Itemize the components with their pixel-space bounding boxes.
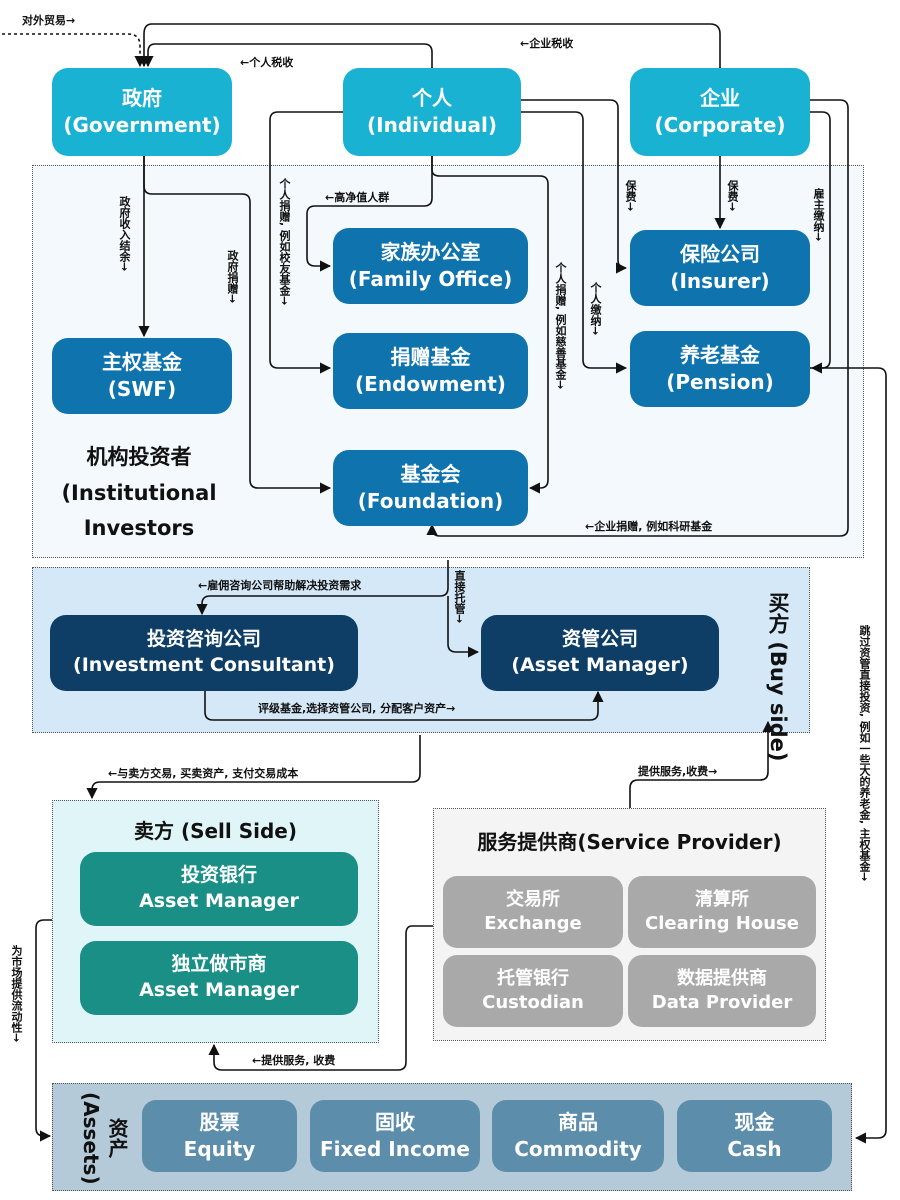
assets-title-line1: 资产 — [105, 1118, 129, 1158]
exchange-label: 交易所 — [506, 888, 560, 910]
cash-node: 现金 Cash — [677, 1100, 832, 1172]
asset-manager-node: 资管公司 (Asset Manager) — [481, 615, 719, 691]
consultant-hire-label: ←雇佣咨询公司帮助解决投资需求 — [198, 579, 362, 592]
service-fee-buy-label: 提供服务,收费→ — [638, 765, 718, 778]
individual-sublabel: (Individual) — [367, 113, 497, 137]
clearing-house-node: 清算所 Clearing House — [628, 876, 816, 948]
corporate-label: 企业 — [700, 86, 740, 110]
pension-node: 养老基金 (Pension) — [630, 331, 810, 407]
pension-sublabel: (Pension) — [666, 370, 774, 394]
employer-contrib-label: 雇主缴纳→ — [812, 188, 825, 242]
personal-tax-label: ←个人税收 — [240, 56, 294, 69]
assets-title: 资产 (Assets) — [58, 1090, 130, 1186]
premium-individual-label: 保费→ — [624, 180, 637, 212]
equity-sublabel: Equity — [183, 1137, 256, 1161]
investment-bank-node: 投资银行 Asset Manager — [80, 852, 358, 926]
cash-label: 现金 — [734, 1110, 775, 1134]
foundation-node: 基金会 (Foundation) — [333, 450, 528, 526]
rate-funds-label: 评级基金,选择资管公司, 分配客户资产→ — [258, 702, 456, 715]
investment-consultant-node: 投资咨询公司 (Investment Consultant) — [50, 615, 358, 691]
insurer-sublabel: (Insurer) — [670, 269, 770, 293]
sell-side-title: 卖方 (Sell Side) — [133, 819, 298, 843]
endowment-node: 捐赠基金 (Endowment) — [333, 333, 528, 409]
investment-bank-sublabel: Asset Manager — [139, 890, 299, 912]
market-maker-node: 独立做市商 Asset Manager — [80, 941, 358, 1015]
foundation-sublabel: (Foundation) — [357, 489, 504, 513]
fixed-income-label: 固收 — [375, 1110, 415, 1134]
pension-label: 养老基金 — [680, 343, 760, 367]
exchange-sublabel: Exchange — [484, 913, 582, 934]
personal-donation-charity-label: 个人捐赠, 例如慈善基金→ — [554, 262, 567, 390]
hnw-label: ←高净值人群 — [325, 191, 390, 204]
custodian-label: 托管银行 — [497, 967, 569, 989]
consultant-label: 投资咨询公司 — [146, 628, 261, 651]
clearing-house-label: 清算所 — [695, 888, 749, 910]
gov-surplus-label: 政府收入结余→ — [118, 196, 131, 272]
endowment-label: 捐赠基金 — [390, 345, 471, 369]
insurer-label: 保险公司 — [680, 242, 760, 266]
clearing-house-sublabel: Clearing House — [645, 913, 799, 934]
equity-label: 股票 — [199, 1110, 240, 1134]
exchange-node: 交易所 Exchange — [443, 876, 623, 948]
investment-bank-label: 投资银行 — [180, 864, 257, 887]
service-fee-sell-label: ←提供服务, 收费 — [252, 1054, 336, 1067]
market-maker-sublabel: Asset Manager — [139, 979, 299, 1001]
consultant-sublabel: (Investment Consultant) — [73, 654, 335, 676]
corporate-sublabel: (Corporate) — [654, 113, 786, 137]
commodity-sublabel: Commodity — [514, 1137, 642, 1161]
individual-node: 个人 (Individual) — [343, 68, 521, 156]
trade-sell-side-label: ←与卖方交易, 买卖资产, 支付交易成本 — [108, 767, 299, 780]
fixed-income-node: 固收 Fixed Income — [310, 1100, 480, 1172]
institutional-title-line3: Investors — [83, 516, 195, 541]
government-label: 政府 — [122, 86, 162, 110]
custodian-node: 托管银行 Custodian — [443, 955, 623, 1027]
service-provider-title: 服务提供商(Service Provider) — [477, 830, 782, 854]
asset-manager-label: 资管公司 — [561, 628, 638, 651]
buy-side-title-line1: 买方 — [766, 592, 790, 634]
family-office-sublabel: (Family Office) — [348, 267, 513, 291]
market-maker-label: 独立做市商 — [171, 953, 267, 976]
gov-donation-label: 政府捐赠→ — [226, 250, 239, 304]
commodity-node: 商品 Commodity — [492, 1100, 664, 1172]
institutional-title-line1: 机构投资者 — [86, 445, 192, 469]
direct-custody-label: 直接托管→ — [453, 570, 466, 624]
insurer-node: 保险公司 (Insurer) — [630, 230, 810, 306]
institutional-title-line2: (Institutional — [61, 480, 217, 505]
corporate-donation-label: ←企业捐赠, 例如科研基金 — [585, 520, 713, 533]
premium-corporate-label: 保费→ — [726, 180, 739, 212]
swf-node: 主权基金 (SWF) — [52, 338, 232, 414]
data-provider-sublabel: Data Provider — [651, 992, 793, 1013]
government-sublabel: (Government) — [63, 113, 221, 137]
fixed-income-sublabel: Fixed Income — [320, 1137, 470, 1161]
institutional-investors-title: 机构投资者 (Institutional Investors — [44, 440, 234, 547]
personal-contrib-label: 个人缴纳→ — [589, 282, 602, 336]
commodity-label: 商品 — [558, 1110, 598, 1134]
custodian-sublabel: Custodian — [482, 992, 584, 1013]
endowment-sublabel: (Endowment) — [355, 372, 506, 396]
data-provider-node: 数据提供商 Data Provider — [628, 955, 816, 1027]
individual-label: 个人 — [412, 86, 452, 110]
government-node: 政府 (Government) — [52, 68, 232, 156]
personal-donation-alumni-label: 个人捐赠, 例如校友基金→ — [278, 178, 291, 306]
corporate-tax-label: ←企业税收 — [520, 37, 574, 50]
cash-sublabel: Cash — [727, 1137, 782, 1161]
foundation-label: 基金会 — [400, 462, 461, 486]
buy-side-title-line2: (Buy side) — [766, 641, 790, 762]
corporate-node: 企业 (Corporate) — [630, 68, 810, 156]
asset-manager-sublabel: (Asset Manager) — [511, 654, 689, 676]
family-office-node: 家族办公室 (Family Office) — [333, 228, 528, 304]
assets-title-line2: (Assets) — [79, 1091, 103, 1185]
swf-sublabel: (SWF) — [107, 377, 177, 401]
equity-node: 股票 Equity — [142, 1100, 297, 1172]
swf-label: 主权基金 — [102, 350, 182, 374]
foreign-trade-label: 对外贸易→ — [22, 14, 76, 27]
family-office-label: 家族办公室 — [380, 240, 481, 264]
data-provider-label: 数据提供商 — [677, 967, 767, 989]
liquidity-label: 为市场提供流动性→ — [10, 945, 23, 1043]
buy-side-title: 买方 (Buy side) — [732, 592, 792, 761]
bypass-label: 跳过资管直接投资, 例如一些大的养老金, 主权基金→ — [858, 625, 871, 882]
